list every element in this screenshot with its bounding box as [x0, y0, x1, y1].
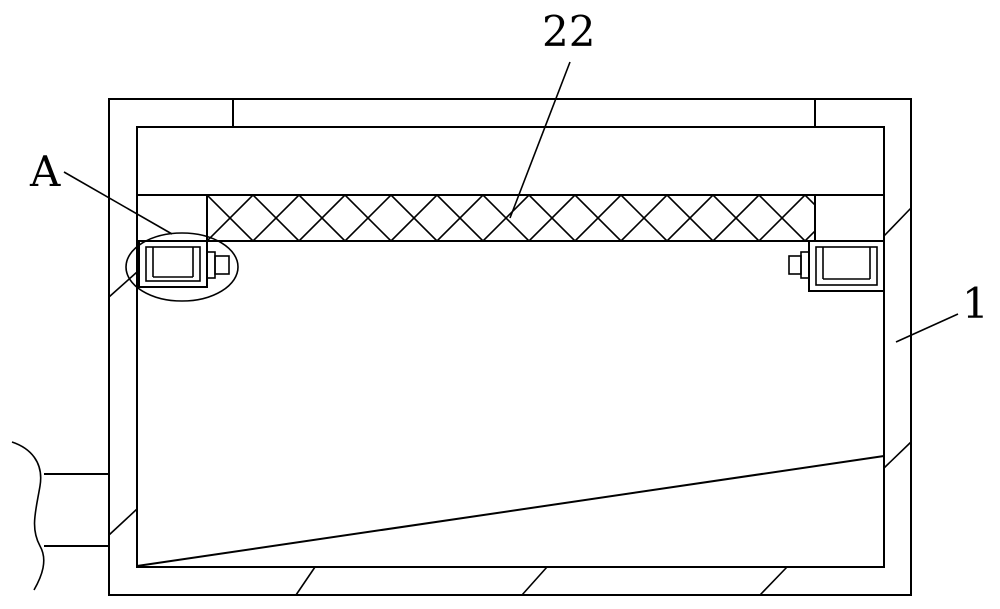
label-a: A — [29, 147, 61, 196]
left-clamp-assembly — [138, 240, 230, 288]
top-lid — [232, 99, 816, 127]
mesh-line — [436, 195, 484, 241]
outlet-pipe — [11, 441, 109, 591]
mesh-line — [574, 195, 622, 241]
mesh-line — [804, 195, 815, 207]
housing-outer-wall — [108, 98, 912, 596]
mesh-line — [851, 195, 897, 241]
mesh-line — [298, 195, 346, 241]
detail-a-circle — [125, 232, 239, 302]
wall-hatch-marks — [108, 207, 912, 596]
mesh-line — [252, 195, 300, 241]
leader-22 — [509, 61, 571, 219]
leader-1 — [895, 313, 959, 343]
leader-a — [63, 171, 173, 235]
mesh-line — [758, 195, 806, 241]
mesh-line — [207, 195, 254, 241]
label-1: 1 — [962, 279, 989, 328]
mesh-line — [620, 195, 668, 241]
mesh-line — [482, 195, 530, 241]
mesh-line — [666, 195, 714, 241]
mesh-line — [344, 195, 392, 241]
right-clamp-assembly — [788, 240, 885, 292]
mesh-line — [712, 195, 760, 241]
filter-mesh — [207, 195, 897, 241]
mesh-line — [851, 195, 897, 241]
mesh-line — [528, 195, 576, 241]
sloped-bottom-plate — [136, 455, 885, 567]
mesh-line — [390, 195, 438, 241]
mesh-line — [804, 229, 815, 241]
label-22: 22 — [542, 7, 595, 56]
